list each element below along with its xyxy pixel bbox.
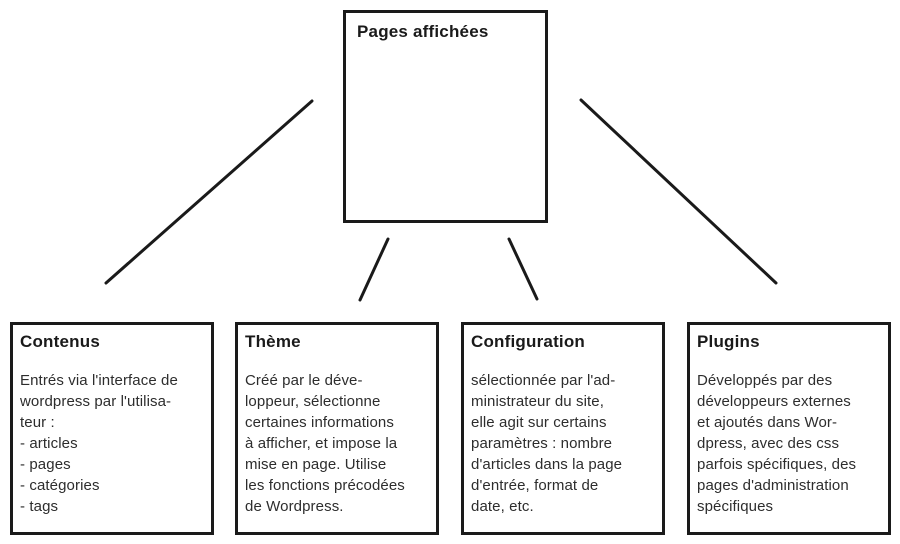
node-theme: Thème Créé par le déve- loppeur, sélecti… <box>235 322 439 535</box>
node-title: Plugins <box>697 332 760 351</box>
node-title: Contenus <box>20 332 100 351</box>
node-body: Créé par le déve- loppeur, sélectionne c… <box>245 372 405 515</box>
connector-line-plugins <box>579 98 778 285</box>
connector-line-configuration <box>507 237 539 301</box>
node-body: Développés par des développeurs externes… <box>697 372 857 515</box>
connector-line-contenus <box>104 99 314 285</box>
node-body: sélectionnée par l'ad- ministrateur du s… <box>471 372 623 515</box>
root-node: Pages affichées <box>343 10 548 223</box>
node-plugins: Plugins Développés par des développeurs … <box>687 322 891 535</box>
root-node-title: Pages affichées <box>357 22 489 41</box>
node-configuration: Configuration sélectionnée par l'ad- min… <box>461 322 665 535</box>
node-title: Configuration <box>471 332 586 351</box>
node-contenus: Contenus Entrés via l'interface de wordp… <box>10 322 214 535</box>
connector-line-theme <box>358 237 390 302</box>
node-body: Entrés via l'interface de wordpress par … <box>20 372 178 515</box>
node-title: Thème <box>245 332 301 351</box>
